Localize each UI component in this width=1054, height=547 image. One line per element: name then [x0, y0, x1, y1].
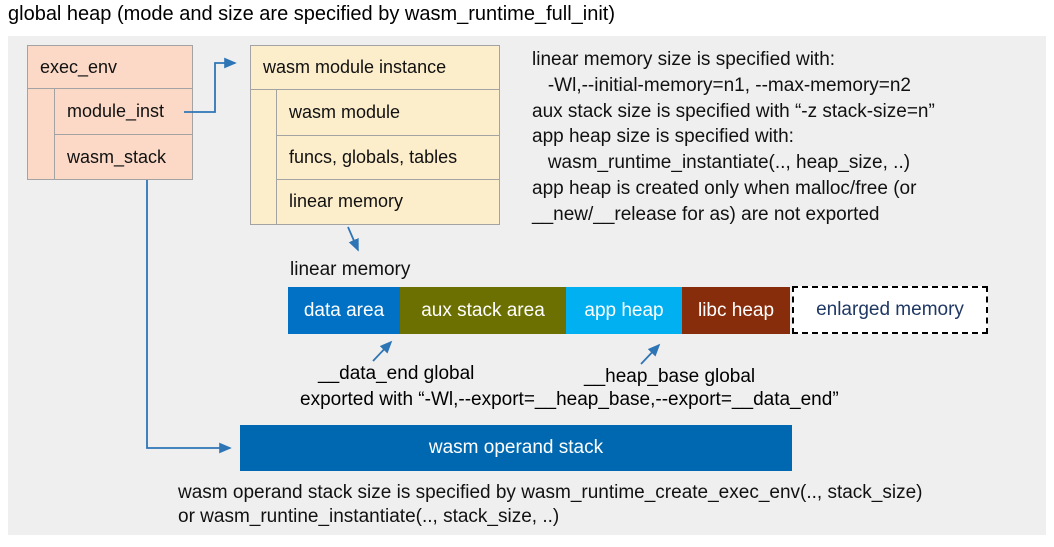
segment-aux-stack-area: aux stack area [400, 287, 566, 334]
exec-env-row-module-inst: module_inst [67, 101, 165, 121]
wasm-operand-stack-box: wasm operand stack [240, 425, 792, 471]
segment-enlarged-memory: enlarged memory [792, 286, 988, 334]
operand-stack-notes: wasm operand stack size is specified by … [178, 481, 923, 528]
segment-app-heap: app heap [566, 287, 682, 334]
segment-data-area: data area [288, 287, 400, 334]
note-line: wasm operand stack size is specified by … [178, 482, 923, 503]
exec-env-title: exec_env [28, 46, 192, 89]
row-linear-memory: linear memory [277, 179, 499, 224]
wasm-module-instance-subrows: wasm module funcs, globals, tables linea… [276, 90, 499, 224]
heap-base-global-label: __heap_base global [584, 366, 756, 387]
segment-libc-heap: libc heap [682, 287, 790, 334]
note-line: __new/__release for as) are not exported [532, 203, 880, 225]
note-line: -Wl,--initial-memory=n1, --max-memory=n2 [532, 74, 911, 96]
linear-memory-notes: linear memory size is specified with: -W… [532, 47, 935, 228]
note-line: linear memory size is specified with: [532, 49, 836, 70]
row-wasm-module: wasm module [289, 101, 401, 122]
note-line: aux stack size is specified with “-z sta… [532, 100, 935, 122]
exec-env-box: exec_env module_inst wasm_stack [27, 45, 193, 180]
page-title: global heap (mode and size are specified… [8, 3, 615, 25]
note-line: app heap size is specified with: [532, 126, 794, 148]
linear-memory-label: linear memory [290, 259, 411, 280]
exec-env-subrows: module_inst wasm_stack [54, 89, 192, 179]
wasm-module-instance-box: wasm module instance wasm module funcs, … [250, 45, 500, 225]
exec-env-row-wasm-stack: wasm_stack [55, 134, 192, 179]
data-end-global-label: __data_end global [318, 363, 475, 384]
note-line: wasm_runtime_instantiate(.., heap_size, … [532, 152, 911, 174]
exported-with-label: exported with “-Wl,--export=__heap_base,… [300, 389, 839, 410]
note-line: app heap is created only when malloc/fre… [532, 177, 917, 199]
row-funcs-globals-tables: funcs, globals, tables [277, 134, 499, 180]
note-line: or wasm_runtine_instantiate(.., stack_si… [178, 505, 560, 527]
wasm-module-instance-title: wasm module instance [251, 46, 499, 90]
